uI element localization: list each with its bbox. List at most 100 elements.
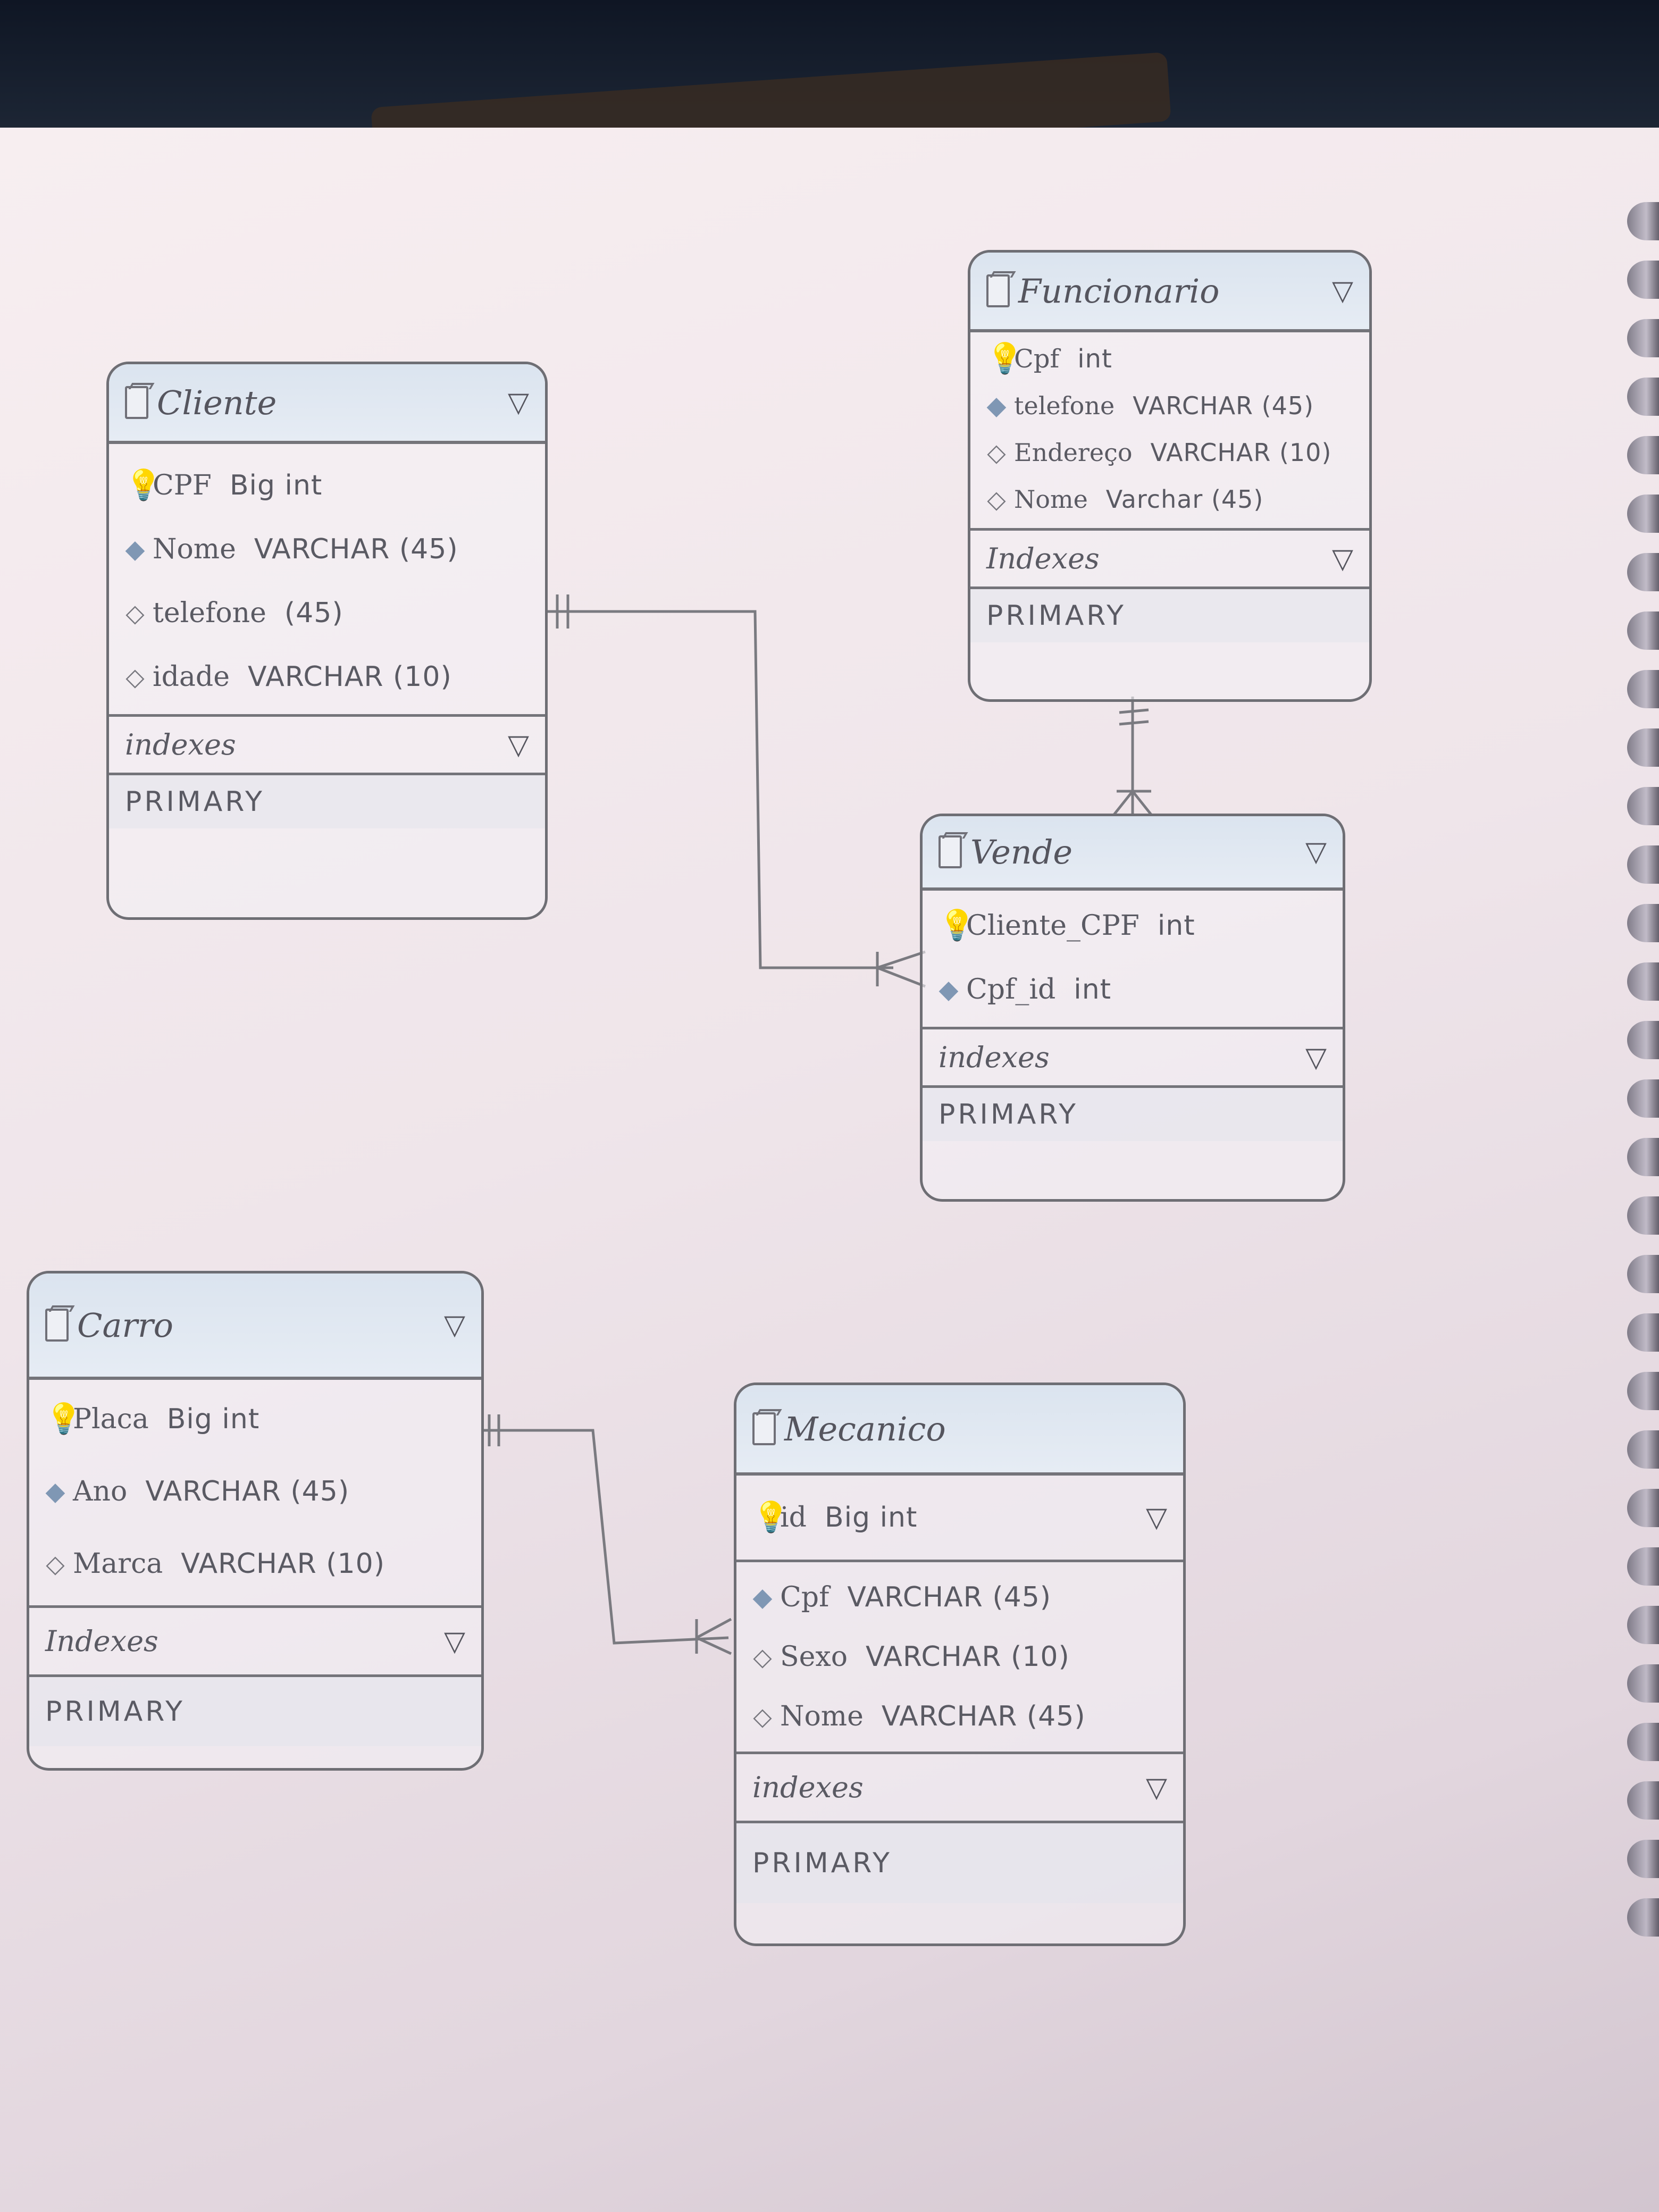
column-row[interactable]: ◇telefone(45) xyxy=(125,581,529,645)
indexes-label: indexes xyxy=(939,1041,1050,1074)
indexes-row[interactable]: indexes ▽ xyxy=(736,1754,1183,1823)
column-name: idade xyxy=(153,661,230,693)
spiral-ring xyxy=(1627,495,1659,533)
column-type: Varchar (45) xyxy=(1105,485,1264,514)
spiral-ring xyxy=(1627,1606,1659,1644)
collapse-triangle-icon[interactable]: ▽ xyxy=(508,387,529,418)
primary-key-icon: 💡 xyxy=(752,1500,790,1535)
collapse-triangle-icon[interactable]: ▽ xyxy=(444,1625,465,1657)
collapse-triangle-icon[interactable]: ▽ xyxy=(1146,1502,1167,1534)
table-header[interactable]: Mecanico xyxy=(736,1385,1183,1476)
index-primary: PRIMARY xyxy=(109,775,545,828)
spiral-ring xyxy=(1627,1138,1659,1176)
collapse-triangle-icon[interactable]: ▽ xyxy=(1146,1771,1167,1804)
spiral-ring xyxy=(1627,1430,1659,1469)
indexes-row[interactable]: indexes▽ xyxy=(109,717,545,775)
open-diamond-icon: ◇ xyxy=(753,1702,772,1731)
column-type: (45) xyxy=(284,597,343,629)
spiral-ring xyxy=(1627,962,1659,1001)
index-primary: PRIMARY xyxy=(923,1088,1343,1141)
primary-key-icon: 💡 xyxy=(125,468,162,502)
table-header[interactable]: Carro ▽ xyxy=(29,1273,481,1380)
indexes-label: indexes xyxy=(752,1771,864,1804)
table-header[interactable]: Vende ▽ xyxy=(923,816,1343,891)
index-primary: PRIMARY xyxy=(29,1677,481,1746)
collapse-triangle-icon[interactable]: ▽ xyxy=(1332,542,1353,575)
spiral-ring xyxy=(1627,1840,1659,1878)
primary-key-icon: 💡 xyxy=(986,341,1024,376)
open-diamond-icon: ◇ xyxy=(987,438,1006,467)
column-type: int xyxy=(1157,910,1195,942)
column-name: Nome xyxy=(780,1700,864,1732)
collapse-triangle-icon[interactable]: ▽ xyxy=(508,728,529,761)
table-title: Mecanico xyxy=(784,1409,946,1448)
column-type: VARCHAR (10) xyxy=(866,1641,1070,1673)
collapse-triangle-icon[interactable]: ▽ xyxy=(1332,275,1353,307)
column-name: Sexo xyxy=(780,1641,848,1673)
column-row[interactable]: 💡Cliente_CPF int xyxy=(939,894,1327,958)
spiral-ring xyxy=(1627,1196,1659,1235)
collapse-triangle-icon[interactable]: ▽ xyxy=(444,1309,465,1341)
column-row[interactable]: ◇ Sexo VARCHAR (10) xyxy=(752,1627,1167,1687)
column-type: VARCHAR (10) xyxy=(247,661,452,693)
column-type: VARCHAR (10) xyxy=(1150,438,1332,467)
column-type: VARCHAR (45) xyxy=(881,1700,1086,1732)
indexes-row[interactable]: indexes ▽ xyxy=(923,1029,1343,1088)
filled-diamond-icon: ◆ xyxy=(45,1477,65,1506)
spiral-ring xyxy=(1627,1372,1659,1410)
column-type: VARCHAR (45) xyxy=(145,1476,350,1507)
table-title: Carro xyxy=(77,1305,174,1345)
column-name: Cpf xyxy=(780,1581,830,1613)
indexes-row[interactable]: Indexes ▽ xyxy=(29,1608,481,1677)
column-name: CPF xyxy=(153,470,212,501)
column-type: VARCHAR (10) xyxy=(181,1548,385,1580)
table-icon xyxy=(939,835,962,868)
column-type: VARCHAR (45) xyxy=(254,533,458,565)
column-name: Ano xyxy=(73,1476,128,1507)
column-row[interactable]: ◇ Nome VARCHAR (45) xyxy=(752,1687,1167,1746)
column-row[interactable]: ◆ Ano VARCHAR (45) xyxy=(45,1455,465,1528)
column-name: Cliente_CPF xyxy=(966,910,1139,942)
filled-diamond-icon: ◆ xyxy=(939,975,959,1004)
spiral-ring xyxy=(1627,904,1659,942)
open-diamond-icon: ◇ xyxy=(753,1643,772,1671)
spiral-ring xyxy=(1627,1489,1659,1527)
spiral-ring xyxy=(1627,1664,1659,1703)
spiral-binding xyxy=(1622,202,1659,1957)
column-name: Cpf_id xyxy=(966,974,1056,1006)
indexes-row[interactable]: Indexes▽ xyxy=(970,531,1369,589)
collapse-triangle-icon[interactable]: ▽ xyxy=(1305,836,1327,868)
primary-key-icon: 💡 xyxy=(939,908,976,943)
column-name: id xyxy=(780,1502,807,1534)
spiral-ring xyxy=(1627,1723,1659,1761)
collapse-triangle-icon[interactable]: ▽ xyxy=(1305,1041,1327,1074)
table-header[interactable]: Funcionario ▽ xyxy=(970,253,1369,332)
column-name: Nome xyxy=(1014,485,1088,514)
indexes-label: Indexes xyxy=(45,1624,158,1658)
column-name: Placa xyxy=(73,1403,149,1435)
table-header[interactable]: Cliente ▽ xyxy=(109,364,545,444)
